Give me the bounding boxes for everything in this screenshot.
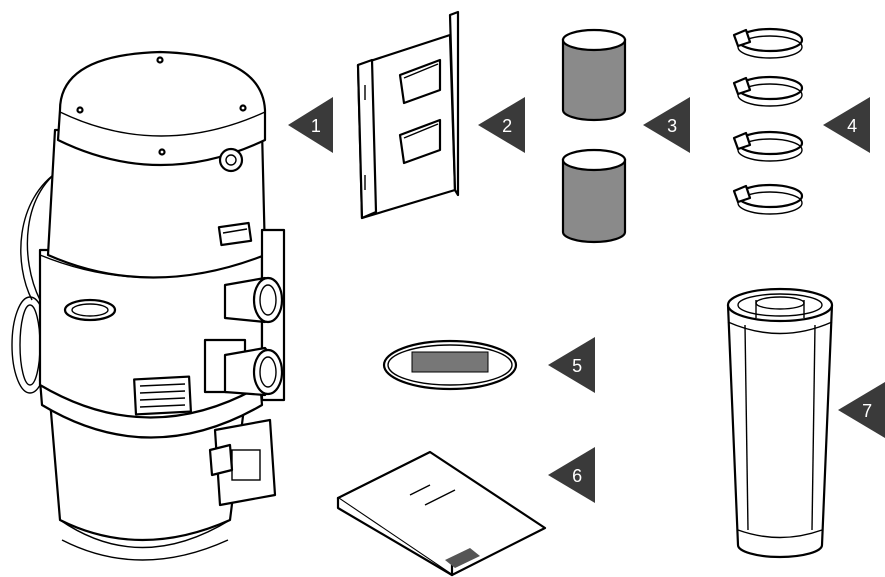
callout-7: 7 [838,382,885,438]
callout-5: 5 [548,337,595,393]
callout-4: 4 [823,97,870,153]
callout-number: 3 [667,116,677,136]
filter-icon [728,289,832,557]
vacuum-unit-icon [12,52,284,560]
clamp-icon [734,29,802,214]
callout-number: 4 [847,116,857,136]
manual-icon [338,452,545,575]
callout-3: 3 [643,97,690,153]
callout-number: 7 [862,401,872,421]
callout-number: 5 [572,356,582,376]
label-icon [384,341,516,389]
callout-2: 2 [478,97,525,153]
coupling-icon [563,30,625,242]
callout-1: 1 [288,97,333,153]
bracket-icon [358,12,458,218]
callout-6: 6 [548,447,595,503]
callout-number: 6 [572,466,582,486]
callout-number: 2 [502,116,512,136]
callout-number: 1 [311,116,321,136]
